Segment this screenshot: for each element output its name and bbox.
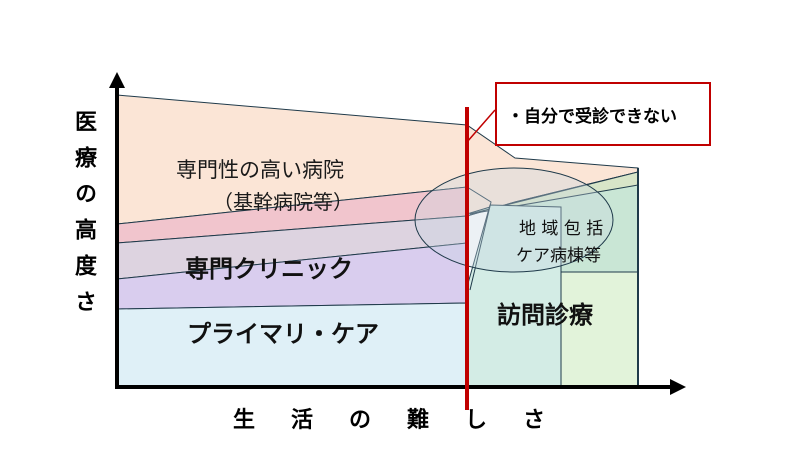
x-axis-char: 難 <box>406 408 429 433</box>
y-axis-label: 医療の高度さ <box>71 110 96 326</box>
label-specialized-hospital-sub: （基幹病院等） <box>213 190 353 214</box>
label-community-care-1: 地 域 包 括 <box>519 219 604 239</box>
home-care-boundary <box>466 186 492 291</box>
callout-box: ・自分で受診できない <box>495 82 711 146</box>
callout-text: ・自分で受診できない <box>507 107 677 127</box>
label-specialized-clinic: 専門クリニック <box>185 255 353 283</box>
label-specialized-hospital: 専門性の高い病院 <box>176 158 344 182</box>
x-axis-char: し <box>464 408 487 433</box>
x-axis-char: 活 <box>290 408 313 433</box>
label-community-care-2: ケア病棟等 <box>516 246 601 266</box>
callout-connector <box>466 109 496 143</box>
x-axis-arrow-icon <box>670 379 686 395</box>
x-axis-label: 生活の難しさ <box>215 402 563 434</box>
x-axis-char: 生 <box>232 408 255 433</box>
x-axis-char: さ <box>522 408 545 433</box>
overlap-ellipse <box>414 167 614 273</box>
x-axis-char: の <box>348 408 371 433</box>
y-axis-arrow-icon <box>109 72 125 88</box>
label-primary-care: プライマリ・ケア <box>187 320 379 348</box>
label-home-care: 訪問診療 <box>497 301 593 329</box>
